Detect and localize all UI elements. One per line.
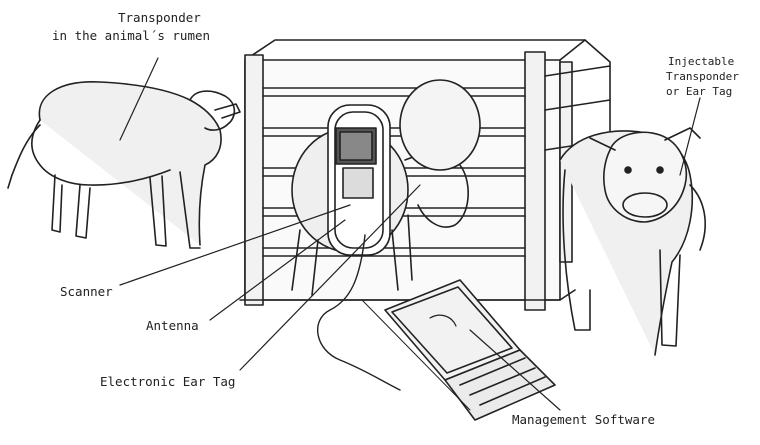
transponder-label-line1: Transponder xyxy=(118,10,201,25)
injectable-label-line1: Injectable xyxy=(668,55,734,69)
scanner-label: Scanner xyxy=(60,284,113,299)
scanner-antenna-panel xyxy=(328,105,390,255)
transponder-label-line2: in the animal´s rumen xyxy=(52,28,210,43)
ear-tag-label: Electronic Ear Tag xyxy=(100,374,235,389)
injectable-label-line3: or Ear Tag xyxy=(666,85,732,99)
antenna-label: Antenna xyxy=(146,318,199,333)
software-label: Management Software xyxy=(512,412,655,427)
injectable-label-line2: Transponder xyxy=(666,70,739,84)
cow-left xyxy=(8,82,240,248)
